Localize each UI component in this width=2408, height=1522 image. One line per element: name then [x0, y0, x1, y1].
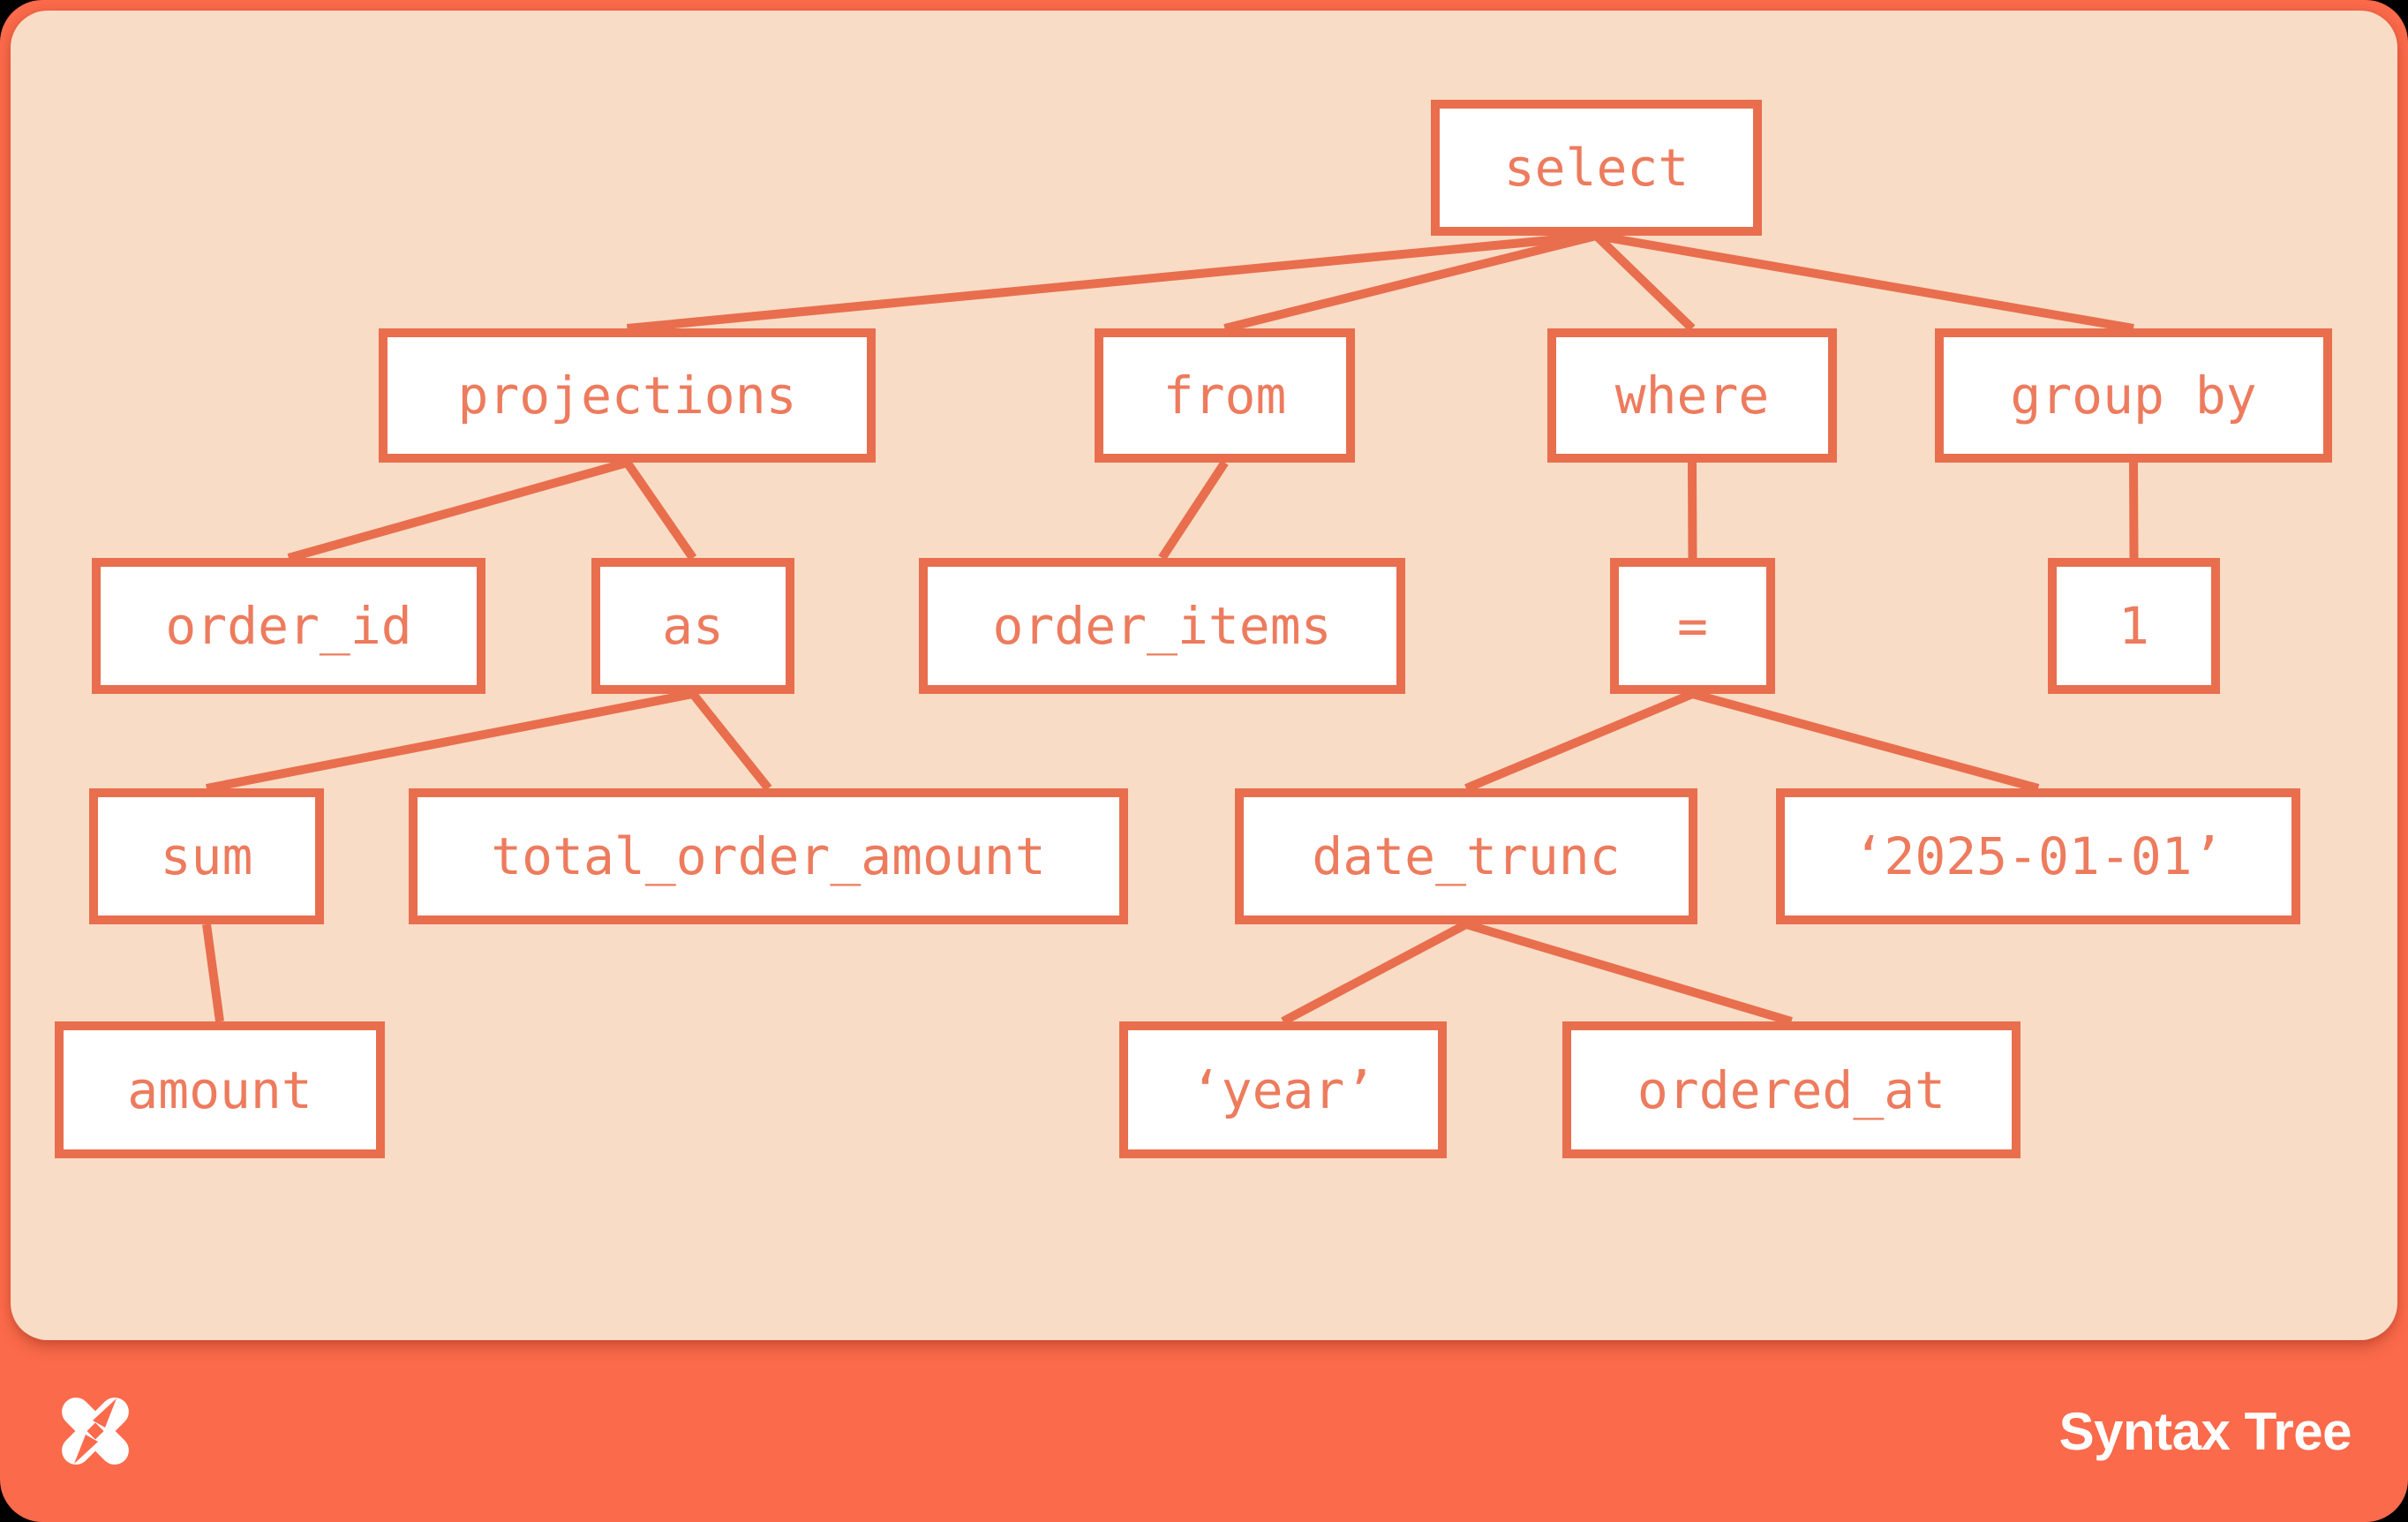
edge-where-eq	[1688, 462, 1697, 559]
footer-bar: Syntax Tree	[0, 1340, 2408, 1522]
edge-eq-lit_2025_01_01	[1691, 689, 2040, 793]
footer-title: Syntax Tree	[2058, 1401, 2352, 1461]
edge-as-total_order_amount	[689, 690, 772, 792]
edge-select-from	[1223, 231, 1598, 333]
edge-as-sum	[206, 689, 694, 793]
edge-from-order_items	[1158, 460, 1229, 561]
edge-eq-date_trunc	[1464, 689, 1695, 793]
edge-date_trunc-lit_year	[1281, 920, 1469, 1026]
edge-select-projections	[627, 231, 1597, 333]
edge-projections-as	[623, 460, 697, 561]
edge-date_trunc-ordered_at	[1464, 920, 1793, 1026]
edge-group_by-one	[2129, 462, 2139, 559]
edge-sum-amount	[202, 923, 224, 1022]
edge-select-where	[1593, 232, 1696, 332]
edge-select-group_by	[1595, 231, 2134, 333]
shuriken-logo-icon	[62, 1398, 129, 1465]
edge-projections-order_id	[287, 458, 628, 562]
